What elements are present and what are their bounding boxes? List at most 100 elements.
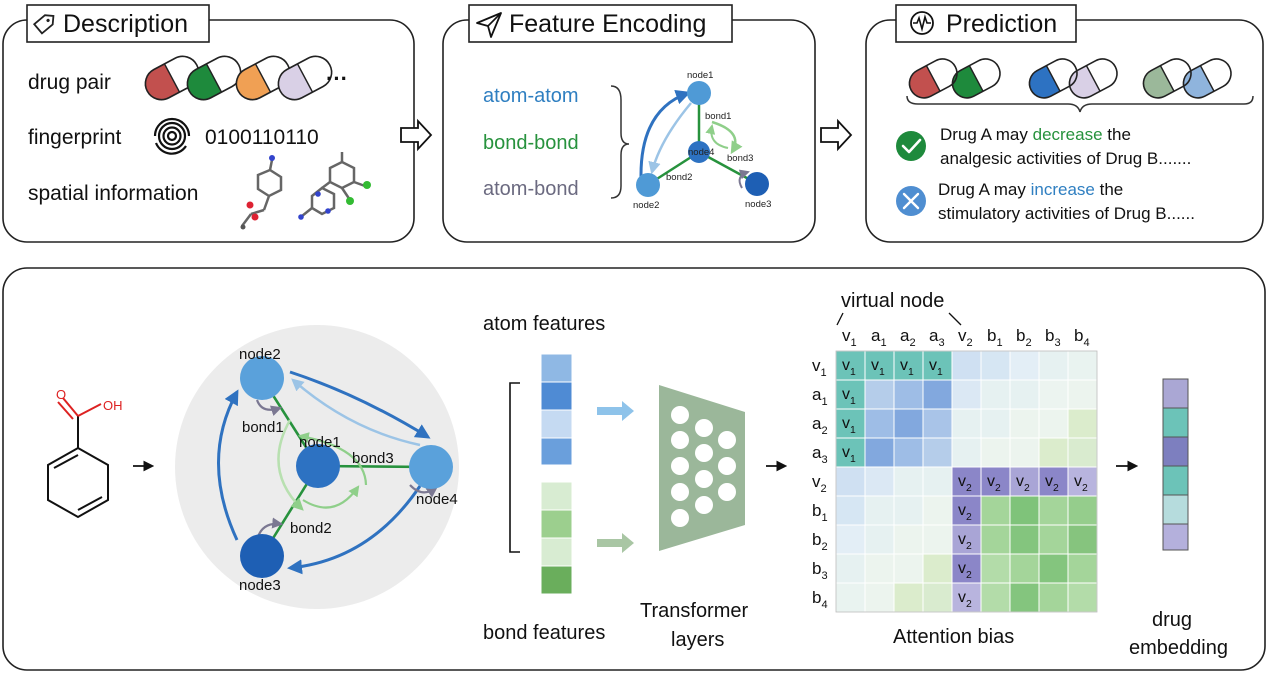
result2-line1: Drug A may increase the — [938, 180, 1123, 199]
matrix-row-header: a3 — [812, 443, 828, 466]
encoding-node2 — [636, 173, 660, 197]
matrix-cell — [1009, 553, 1040, 584]
description-panel: Description drug pair ··· fingerprint — [2, 4, 415, 243]
bond-bond-label: bond-bond — [483, 132, 579, 154]
hydroxyl-label: OH — [103, 398, 123, 413]
red-pill-icon — [139, 55, 200, 106]
lavender-pill-icon-2 — [1068, 58, 1118, 99]
matrix-col-header: a3 — [929, 326, 945, 349]
feature-encoding-title: Feature Encoding — [509, 10, 706, 38]
matrix-cell — [864, 582, 895, 613]
matrix-cell — [835, 495, 866, 526]
lightblue-pill-icon — [1182, 58, 1232, 99]
matrix-cell-label: v2 — [1016, 473, 1030, 494]
hollow-arrow-icon-1 — [400, 118, 433, 152]
benzoic-acid-structure — [47, 397, 109, 519]
matrix-row-header: v1 — [812, 356, 827, 379]
bond-feature-vector — [540, 481, 573, 595]
matrix-cell-label: v2 — [958, 589, 972, 610]
matrix-cell — [951, 437, 982, 468]
matrix-cell — [864, 524, 895, 555]
lavender-pill-icon — [272, 55, 333, 106]
atom-feature-arrow — [597, 401, 634, 421]
matrix-cell — [951, 553, 982, 584]
matrix-cell — [980, 553, 1011, 584]
result2-line2: stimulatory activities of Drug B...... — [938, 204, 1195, 223]
red-pill-icon-2 — [908, 58, 958, 99]
matrix-cell — [1009, 408, 1040, 439]
matrix-cell — [893, 495, 924, 526]
matrix-col-header: b4 — [1074, 326, 1090, 349]
graph-bond2-label: bond2 — [290, 520, 332, 537]
matrix-row-header: a1 — [812, 385, 828, 408]
graph-node3-label: node3 — [239, 577, 281, 594]
transformer-block — [659, 385, 745, 551]
matrix-cell — [951, 408, 982, 439]
matrix-cell — [1067, 379, 1098, 410]
matrix-cell-label: v1 — [871, 357, 885, 378]
matrix-cell — [893, 582, 924, 613]
matrix-cell-label: v2 — [987, 473, 1001, 494]
atom-features-label: atom features — [483, 313, 605, 335]
molecular-graph: node2 node1 node4 node3 bond1 bond3 bond… — [175, 325, 459, 609]
matrix-cell — [922, 379, 953, 410]
matrix-cell — [893, 524, 924, 555]
matrix-cell — [1038, 495, 1069, 526]
encoding-bond1-label: bond1 — [705, 111, 731, 122]
matrix-cell — [951, 350, 982, 381]
sage-pill-icon — [1142, 58, 1192, 99]
description-title: Description — [63, 10, 188, 38]
matrix-cell — [1009, 524, 1040, 555]
graph-node4-label: node4 — [416, 491, 458, 508]
matrix-cell — [1067, 466, 1098, 497]
matrix-cell-label: v2 — [958, 473, 972, 494]
encoding-node1 — [687, 81, 711, 105]
molecule-3d-icon-1 — [240, 155, 283, 230]
drug-embedding-vector — [1162, 378, 1189, 551]
bond-features-label: bond features — [483, 622, 605, 644]
matrix-col-header: a2 — [900, 326, 916, 349]
matrix-row-header: v2 — [812, 472, 827, 495]
matrix-row-header: b3 — [812, 559, 828, 582]
matrix-cell — [835, 379, 866, 410]
pipeline-panel: O OH node2 node1 node4 node3 — [2, 267, 1266, 671]
matrix-row-header: b4 — [812, 588, 828, 611]
matrix-cell — [864, 437, 895, 468]
matrix-cell — [864, 350, 895, 381]
virtual-node-pointer-2 — [948, 312, 962, 326]
result1-line1: Drug A may decrease the — [940, 125, 1131, 144]
matrix-cell — [922, 582, 953, 613]
matrix-row-header: b1 — [812, 501, 828, 524]
bond-feature-arrow — [597, 533, 634, 553]
description-title-box — [26, 4, 210, 43]
matrix-cell — [1009, 379, 1040, 410]
transformer-label-line1: Transformer — [640, 600, 749, 622]
hollow-arrow-icon-2 — [820, 118, 853, 152]
encoding-node3-label: node3 — [745, 199, 771, 210]
matrix-cell — [980, 350, 1011, 381]
matrix-cell-label: v2 — [1074, 473, 1088, 494]
pulse-icon — [910, 11, 934, 35]
matrix-cell — [922, 437, 953, 468]
matrix-cell-label: v2 — [958, 560, 972, 581]
prediction-title-box — [895, 4, 1077, 43]
matrix-cell — [922, 495, 953, 526]
matrix-cell — [980, 408, 1011, 439]
features-bracket — [509, 382, 520, 553]
check-icon — [896, 131, 926, 161]
matrix-cell-label: v1 — [842, 444, 856, 465]
encoding-node1-label: node1 — [687, 70, 713, 81]
drug-pair-pills — [139, 55, 333, 106]
matrix-cell — [922, 524, 953, 555]
matrix-cell — [1038, 379, 1069, 410]
atom-atom-label: atom-atom — [483, 85, 579, 107]
feature-encoding-title-box — [468, 4, 733, 43]
green-pill-icon-2 — [951, 58, 1001, 99]
encoding-node3 — [745, 172, 769, 196]
matrix-cell — [1038, 408, 1069, 439]
matrix-cell — [1009, 350, 1040, 381]
matrix-cell — [1038, 524, 1069, 555]
molecule-3d-icon-2 — [298, 152, 371, 220]
matrix-cell-label: v1 — [900, 357, 914, 378]
